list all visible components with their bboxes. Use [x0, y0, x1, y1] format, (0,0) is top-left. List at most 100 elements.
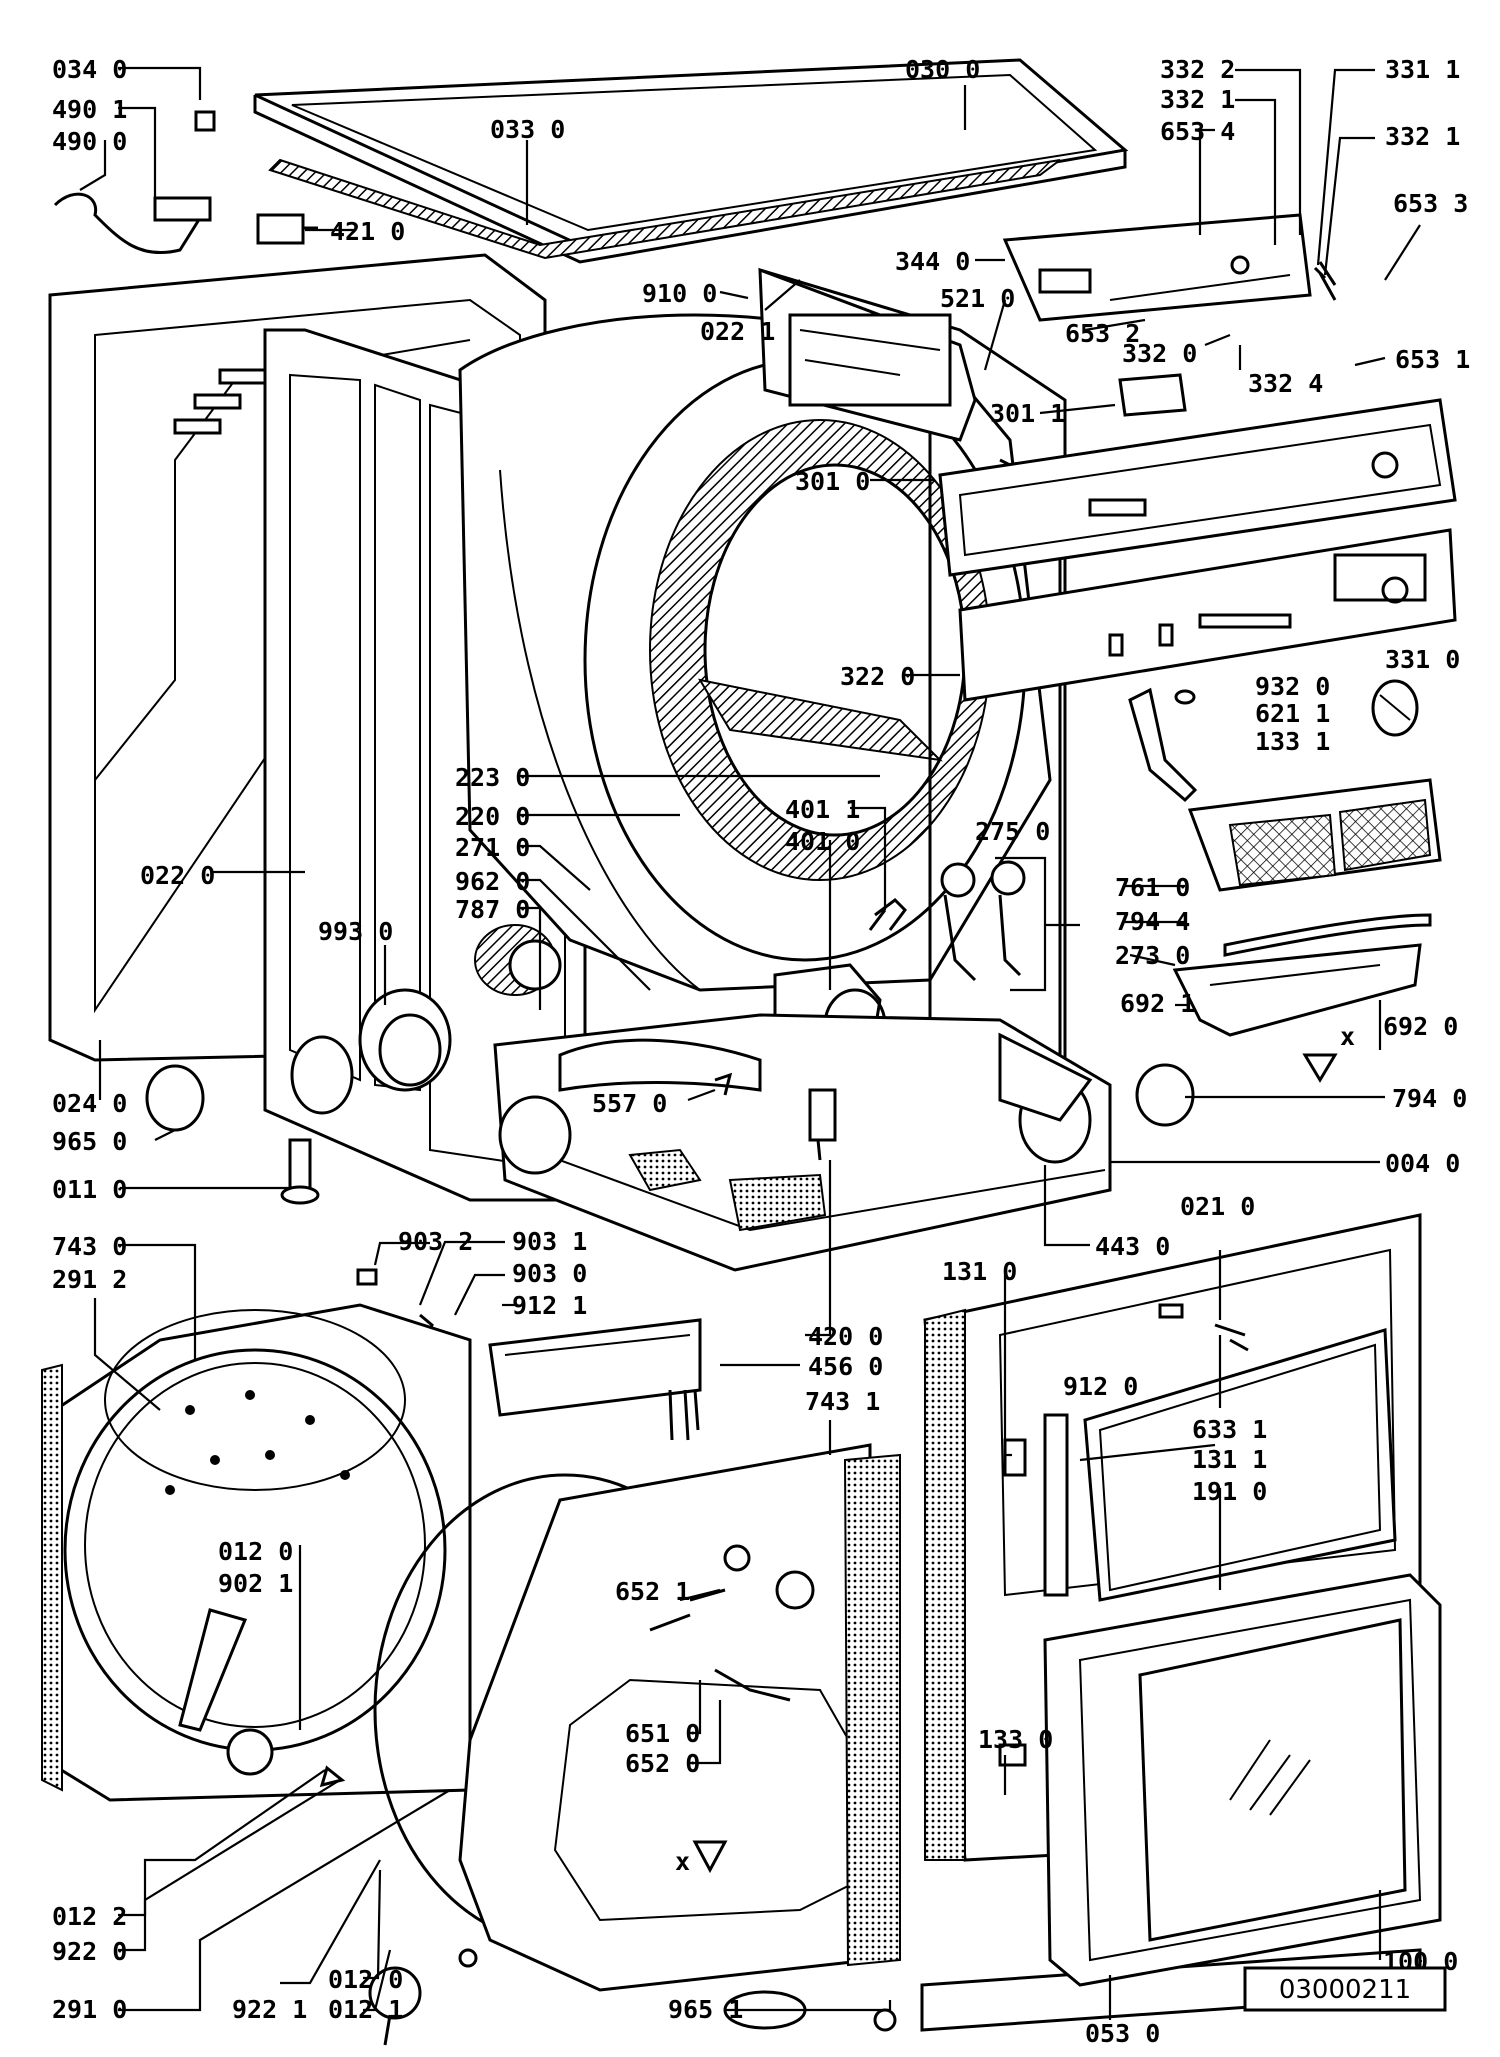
part-label: 761 0: [1115, 873, 1190, 902]
control-box: [758, 267, 977, 442]
part-label: 012 0: [328, 1965, 403, 1994]
part-label: 401 1: [785, 795, 860, 824]
part-label: 794 4: [1115, 907, 1190, 936]
part-label: 912 0: [1063, 1372, 1138, 1401]
part-label: 131 0: [942, 1257, 1017, 1286]
part-label: 344 0: [895, 247, 970, 276]
belt-tensioner: [940, 860, 1026, 982]
drum: [458, 313, 1052, 992]
part-label: 692 1: [1120, 989, 1195, 1018]
foot-cover: [145, 1064, 205, 1132]
base-housing: [493, 1013, 1112, 1272]
part-label: 922 0: [52, 1937, 127, 1966]
part-label: 903 0: [512, 1259, 587, 1288]
part-label: 024 0: [52, 1089, 127, 1118]
part-label: 910 0: [642, 279, 717, 308]
part-label: 443 0: [1095, 1232, 1170, 1261]
electronic-board: [1002, 213, 1337, 322]
part-label: 490 1: [52, 95, 127, 124]
part-label: 011 0: [52, 1175, 127, 1204]
part-label: 912 1: [512, 1291, 587, 1320]
part-label: 621 1: [1255, 699, 1330, 728]
thermostat-bracket: [1128, 687, 1198, 803]
marker-label: x: [1340, 1022, 1355, 1051]
part-label: 191 0: [1192, 1477, 1267, 1506]
marker-label: x: [675, 1847, 690, 1876]
part-label: 004 0: [1385, 1149, 1460, 1178]
part-label: 652 1: [615, 1577, 690, 1606]
part-label: 301 0: [795, 467, 870, 496]
lint-filter: [1187, 778, 1442, 892]
part-label: 401 0: [785, 827, 860, 856]
part-label: 291 2: [52, 1265, 127, 1294]
rear-bulkhead: [41, 1303, 472, 1802]
reference-number-box: 03000211: [1243, 1966, 1447, 2012]
filter-gasket-ring: [1135, 1063, 1195, 1127]
part-label: 421 0: [330, 217, 405, 246]
lid-seal: [268, 158, 1061, 260]
flex-duct: [474, 924, 562, 996]
part-label: 332 0: [1122, 339, 1197, 368]
part-label: 332 2: [1160, 55, 1235, 84]
part-label: 033 0: [490, 115, 565, 144]
part-label: 521 0: [940, 284, 1015, 313]
part-label: 012 1: [328, 1995, 403, 2024]
part-label: 993 0: [318, 917, 393, 946]
part-label: 331 0: [1385, 645, 1460, 674]
part-label: 653 3: [1393, 189, 1468, 218]
worktop-lid: [253, 58, 1129, 264]
heating-element: [488, 1318, 702, 1441]
direction-markers: x x: [319, 1022, 1355, 1876]
heater-element-holder: [808, 1088, 837, 1161]
part-label: 652 0: [625, 1749, 700, 1778]
part-label: 653 1: [1395, 345, 1470, 374]
part-label: 743 1: [805, 1387, 880, 1416]
part-label: 220 0: [455, 802, 530, 831]
part-label: 273 0: [1115, 941, 1190, 970]
part-label: 965 0: [52, 1127, 127, 1156]
part-label: 651 0: [625, 1719, 700, 1748]
filter-housing: [1172, 943, 1422, 1037]
part-label: 131 1: [1192, 1445, 1267, 1474]
part-label: 332 4: [1248, 369, 1323, 398]
part-label: 012 2: [52, 1902, 127, 1931]
part-label: 223 0: [455, 763, 530, 792]
part-label: 962 0: [455, 867, 530, 896]
part-label: 902 1: [218, 1569, 293, 1598]
part-label: 322 0: [840, 662, 915, 691]
knob-spindle: [1313, 266, 1337, 301]
part-label: 932 0: [1255, 672, 1330, 701]
part-label: 332 1: [1160, 85, 1235, 114]
part-label: 022 1: [700, 317, 775, 346]
door: [1043, 1573, 1442, 1987]
part-label: 653 4: [1160, 117, 1235, 146]
part-label: 034 0: [52, 55, 127, 84]
part-label: 633 1: [1192, 1415, 1267, 1444]
part-labels: 034 0 490 1 490 0 421 0 030 0 033 0 332 …: [52, 55, 1470, 2048]
part-label: 291 0: [52, 1995, 127, 2024]
part-label: 557 0: [592, 1089, 667, 1118]
part-label: 794 0: [1392, 1084, 1467, 1113]
part-label: 903 1: [512, 1227, 587, 1256]
fan-duct: [358, 988, 452, 1092]
part-label: 456 0: [808, 1352, 883, 1381]
part-label: 022 0: [140, 861, 215, 890]
pressure-switch: [714, 1072, 733, 1096]
part-label: 420 0: [808, 1322, 883, 1351]
part-label: 490 0: [52, 127, 127, 156]
part-label: 133 1: [1255, 727, 1330, 756]
rear-duct-housing: [373, 1443, 901, 2032]
part-label: 332 1: [1385, 122, 1460, 151]
part-label: 133 0: [978, 1725, 1053, 1754]
part-label: 653 2: [1065, 319, 1140, 348]
adjustable-foot: [280, 1138, 320, 1205]
part-label: 331 1: [1385, 55, 1460, 84]
control-fascia: [938, 373, 1457, 702]
part-label: 021 0: [1180, 1192, 1255, 1221]
reference-number: 03000211: [1279, 1975, 1411, 2005]
part-label: 271 0: [455, 833, 530, 862]
part-label: 053 0: [1085, 2019, 1160, 2048]
part-label: 743 0: [52, 1232, 127, 1261]
filter-seal: [1223, 913, 1432, 957]
part-label: 030 0: [905, 55, 980, 84]
